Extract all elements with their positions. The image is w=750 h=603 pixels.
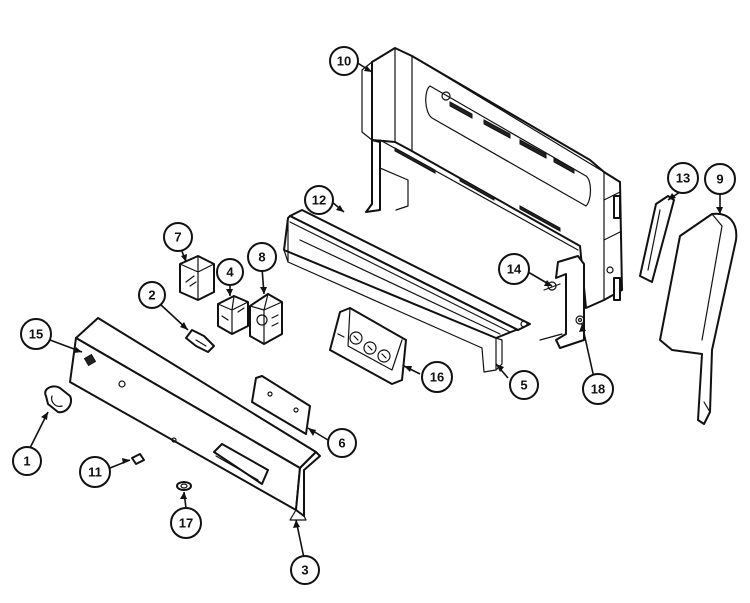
part-infinite-switch — [249, 293, 283, 345]
part-channel — [283, 209, 531, 373]
callout-15: 15 — [20, 318, 52, 350]
callout-6: 6 — [327, 428, 357, 458]
callout-4: 4 — [216, 258, 244, 286]
svg-text:7: 7 — [174, 230, 181, 245]
callout-9: 9 — [704, 163, 736, 195]
callout-18: 18 — [582, 373, 614, 405]
part-knob — [44, 385, 72, 414]
leader-arrowheads — [41, 66, 723, 528]
callout-16: 16 — [421, 361, 453, 393]
part-clip — [185, 329, 215, 353]
part-switch-7 — [179, 255, 215, 301]
part-switch-4 — [217, 295, 249, 335]
callout-17: 17 — [170, 507, 202, 539]
part-clock-timer — [329, 307, 407, 385]
part-side-trim — [639, 195, 675, 283]
svg-text:16: 16 — [430, 370, 444, 385]
svg-text:6: 6 — [338, 436, 345, 451]
svg-text:13: 13 — [676, 171, 690, 186]
svg-text:12: 12 — [312, 193, 326, 208]
part-control-panel — [69, 317, 321, 521]
part-screw — [131, 453, 145, 465]
svg-text:8: 8 — [258, 250, 265, 265]
callout-2: 2 — [138, 281, 166, 309]
callout-10: 10 — [329, 46, 359, 76]
part-bracket-plate — [251, 375, 311, 435]
callout-8: 8 — [247, 242, 277, 272]
svg-text:14: 14 — [507, 262, 522, 277]
svg-text:15: 15 — [29, 327, 43, 342]
callout-11: 11 — [79, 456, 111, 488]
callout-5: 5 — [509, 370, 539, 400]
callout-14: 14 — [498, 253, 530, 285]
svg-text:10: 10 — [337, 54, 351, 69]
svg-text:17: 17 — [179, 516, 193, 531]
svg-text:9: 9 — [716, 172, 723, 187]
svg-text:3: 3 — [301, 563, 308, 578]
part-back-frame — [361, 47, 623, 309]
svg-text:18: 18 — [591, 382, 605, 397]
part-end-cap — [659, 212, 738, 425]
callout-3: 3 — [290, 555, 320, 585]
svg-text:2: 2 — [148, 288, 155, 303]
part-right-bracket — [539, 255, 585, 349]
svg-text:1: 1 — [23, 454, 30, 469]
svg-text:5: 5 — [520, 378, 527, 393]
callout-13: 13 — [667, 162, 699, 194]
callout-1: 1 — [12, 446, 42, 476]
callout-12: 12 — [304, 185, 334, 215]
svg-text:4: 4 — [226, 265, 234, 280]
svg-text:11: 11 — [88, 465, 102, 480]
callout-7: 7 — [163, 222, 193, 252]
part-grommet — [176, 481, 192, 491]
